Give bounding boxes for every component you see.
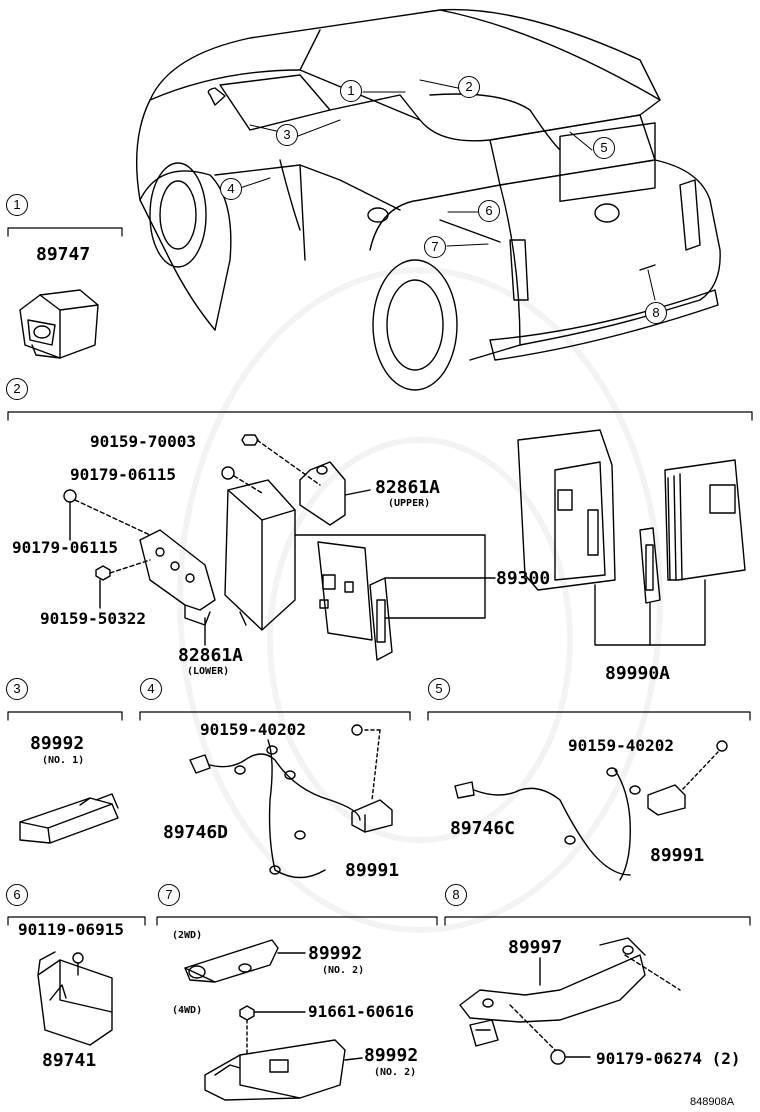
part-number-89741[interactable]: 89741 — [42, 1050, 97, 1071]
part-number-89991-s4[interactable]: 89991 — [345, 860, 400, 881]
label-4wd: (4WD) — [172, 1005, 203, 1016]
part-number-bolt-s6[interactable]: 90119-06915 — [18, 920, 124, 939]
section-brackets — [7, 227, 753, 926]
callout-car-3[interactable]: 3 — [276, 124, 298, 146]
bracket-upper-note: (UPPER) — [388, 498, 431, 509]
callout-car-5[interactable]: 5 — [593, 137, 615, 159]
part-number-89746d[interactable]: 89746D — [163, 822, 229, 843]
callout-car-8[interactable]: 8 — [645, 302, 667, 324]
callout-car-1[interactable]: 1 — [340, 80, 362, 102]
part-number-bolt-left[interactable]: 90159-50322 — [40, 609, 146, 628]
section-8-marker: 8 — [445, 884, 467, 906]
part-number-89990a[interactable]: 89990A — [605, 663, 671, 684]
section-5-drawing — [454, 740, 728, 881]
part-number-bolt-s4[interactable]: 90159-40202 — [200, 720, 306, 739]
part-number-bracket-upper[interactable]: 82861A — [375, 477, 441, 498]
callout-car-2[interactable]: 2 — [458, 76, 480, 98]
section-1-marker: 1 — [6, 194, 28, 216]
part-number-89300[interactable]: 89300 — [496, 568, 551, 589]
part-number-89992-no2-b[interactable]: 89992 — [364, 1045, 419, 1066]
part-89992-no1-note: (NO. 1) — [42, 755, 85, 766]
label-2wd: (2WD) — [172, 930, 203, 941]
section-2-drawing — [63, 429, 746, 661]
callout-car-6[interactable]: 6 — [478, 200, 500, 222]
section-2-marker: 2 — [6, 378, 28, 400]
section-7-marker: 7 — [158, 884, 180, 906]
part-number-nut-s8[interactable]: 90179-06274 (2) — [596, 1049, 741, 1068]
part-89992-no1-drawing — [19, 793, 119, 844]
part-number-89746c[interactable]: 89746C — [450, 818, 516, 839]
part-number-89992-no2-a[interactable]: 89992 — [308, 943, 363, 964]
section-4-marker: 4 — [140, 678, 162, 700]
part-89992-no2-a-note: (NO. 2) — [322, 965, 365, 976]
callout-car-7[interactable]: 7 — [424, 236, 446, 258]
callout-leaders — [239, 79, 656, 301]
part-number-89991-s5[interactable]: 89991 — [650, 845, 705, 866]
part-number-nut-mid[interactable]: 90179-06115 — [70, 465, 176, 484]
callout-car-4[interactable]: 4 — [220, 178, 242, 200]
vehicle-illustration — [135, 8, 721, 391]
section-5-marker: 5 — [428, 678, 450, 700]
part-number-bolt-s5[interactable]: 90159-40202 — [568, 736, 674, 755]
part-number-bolt-top[interactable]: 90159-70003 — [90, 432, 196, 451]
part-number-bracket-lower[interactable]: 82861A — [178, 645, 244, 666]
diagram-reference-id: 848908A — [690, 1096, 735, 1108]
section-7-drawing — [184, 939, 363, 1101]
part-number-89747[interactable]: 89747 — [36, 244, 91, 265]
part-number-nut-left[interactable]: 90179-06115 — [12, 538, 118, 557]
part-89741-drawing — [37, 951, 113, 1046]
bracket-lower-note: (LOWER) — [187, 666, 230, 677]
part-89992-no2-b-note: (NO. 2) — [374, 1067, 417, 1078]
part-number-bolt-s7[interactable]: 91661-60616 — [308, 1002, 414, 1021]
section-3-marker: 3 — [6, 678, 28, 700]
section-6-marker: 6 — [6, 884, 28, 906]
part-number-89992-no1[interactable]: 89992 — [30, 733, 85, 754]
part-number-89997[interactable]: 89997 — [508, 937, 563, 958]
section-8-drawing — [459, 937, 681, 1065]
part-89747-drawing — [19, 289, 99, 359]
section-4-drawing — [189, 724, 393, 879]
